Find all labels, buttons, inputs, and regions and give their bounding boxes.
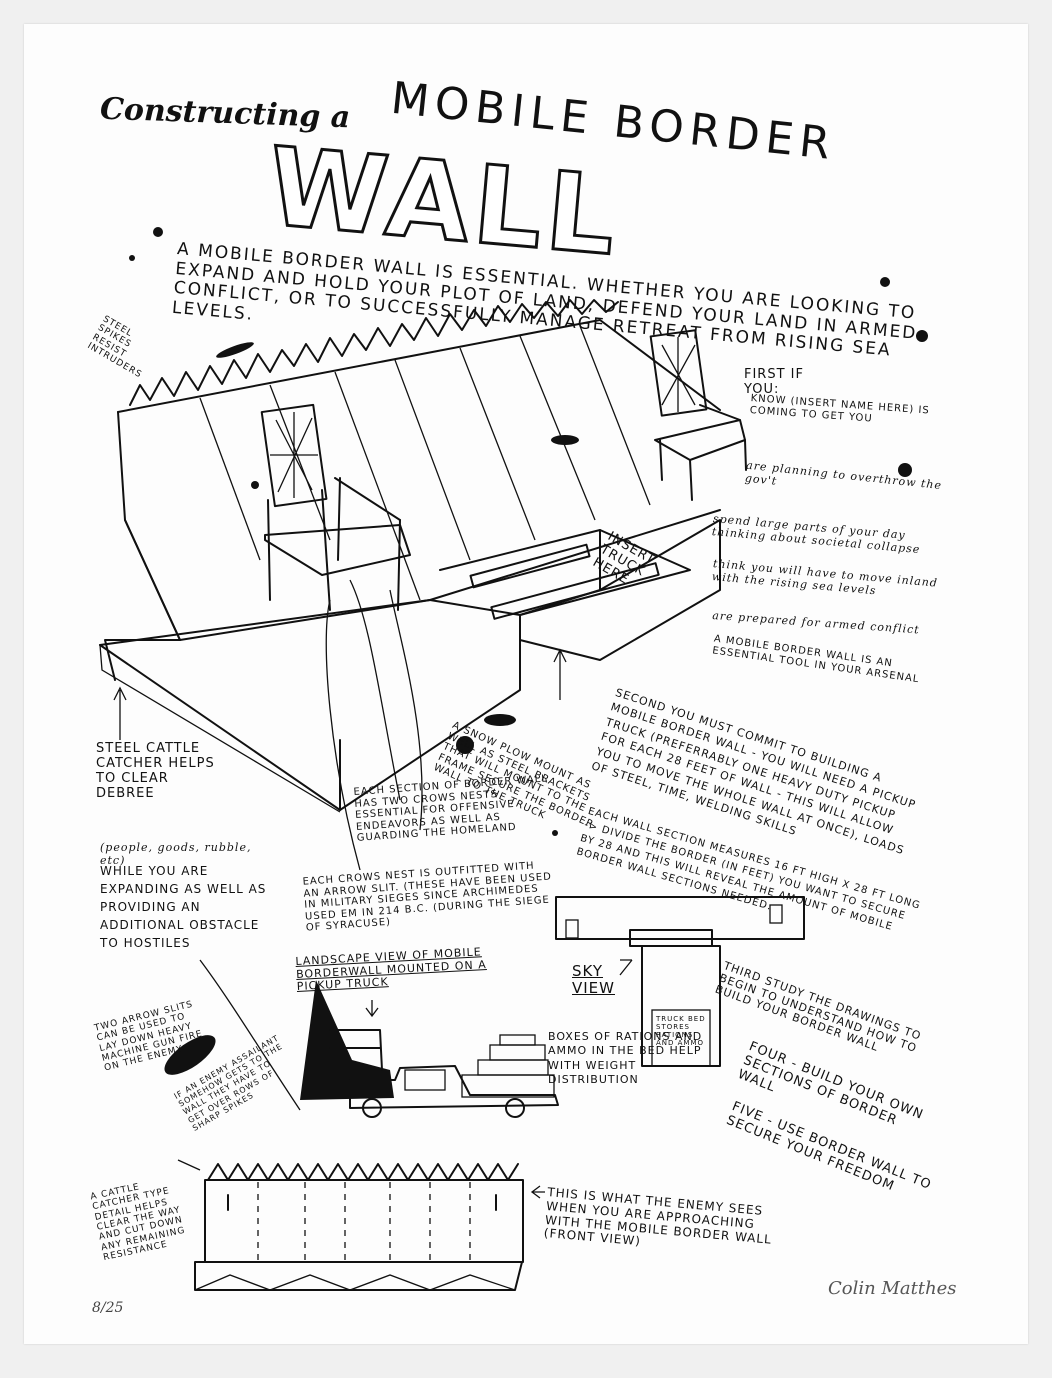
main-wall-drawing [99,227,928,1075]
label-cattle-catcher: STEEL CATTLE CATCHER HELPS TO CLEAR DEBR… [96,741,215,801]
front-view-drawing [177,1159,545,1291]
label-sky-view: SKY VIEW [572,962,615,998]
edition-number: 8/25 [92,1300,124,1316]
sky-view-drawing [555,896,805,1067]
label-boxes: BOXES OF RATIONS AND AMMO IN THE BED HEL… [548,1030,703,1086]
first-heading: FIRST IF YOU: [744,367,804,397]
print-sheet [24,24,1028,1344]
label-truck-bed: TRUCK BED STORES RATIONS AND AMMO [656,1015,706,1048]
truck-landscape-drawing [300,980,559,1118]
artist-signature: Colin Matthes [828,1278,957,1299]
label-cattle-catcher-rest: WHILE YOU ARE EXPANDING AS WELL AS PROVI… [100,864,267,950]
label-cattle-catcher-paren: (people, goods, rubble, etc) [100,841,252,867]
